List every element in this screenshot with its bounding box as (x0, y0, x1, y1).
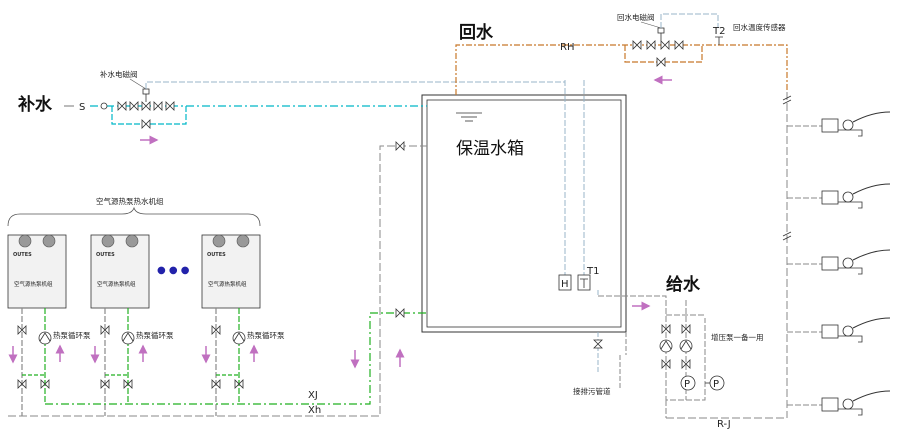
level-sensor-h (558, 274, 572, 291)
heat-pump-unit-3: OUTES 空气源热泵机组 (201, 234, 261, 309)
heat-pump-pump-label-2: 热泵循环泵 (136, 330, 174, 340)
tank-label: 保温水箱 (456, 139, 524, 159)
unit-label: 空气源热泵机组 (97, 280, 136, 288)
supply-water-label: 给水 (666, 274, 701, 295)
svg-text:P: P (684, 379, 690, 390)
return-water-line: 回水 RH 回水电磁阀 T2 回水温度传感器 (455, 12, 788, 95)
drain-line: 接排污管道 (573, 290, 627, 396)
return-valve-label: 回水电磁阀 (617, 12, 655, 22)
heat-pump-pump-label-1: 热泵循环泵 (53, 330, 91, 340)
unit-flow-arrows (8, 344, 405, 369)
return-valve-group (632, 27, 684, 67)
makeup-water-label: 补水 (17, 94, 53, 115)
heat-pump-group: 空气源热泵热水机组 OUTES 空气源热泵机组 OUTES 空气源热泵机组 ● … (7, 196, 405, 416)
heat-pump-pump-label-3: 热泵循环泵 (247, 330, 285, 340)
circulation-pumps (17, 325, 246, 389)
unit-brand: OUTES (96, 252, 115, 258)
fan-icon (18, 234, 32, 248)
solenoid-icon (142, 88, 150, 95)
return-water-label: 回水 (459, 22, 494, 43)
faucet-3 (787, 249, 891, 275)
unit-group-label: 空气源热泵热水机组 (96, 196, 164, 206)
drain-pipe-label: 接排污管道 (573, 386, 611, 396)
svg-text:T1: T1 (586, 266, 599, 277)
faucet-4 (787, 317, 891, 343)
fan-icon (212, 234, 226, 248)
makeup-valve-group (117, 88, 175, 129)
line-code-rj: R-J (717, 419, 731, 430)
pressure-tank-icon (680, 375, 696, 391)
faucet-1 (787, 111, 891, 137)
svg-text:H: H (561, 279, 569, 290)
fan-icon (236, 234, 250, 248)
circulation-mains: XJ Xh (8, 141, 427, 417)
unit-label: 空气源热泵机组 (208, 280, 247, 288)
heat-pump-unit-1: OUTES 空气源热泵机组 (7, 234, 67, 309)
svg-text:P: P (713, 379, 719, 390)
hot-water-outlets (782, 92, 891, 418)
booster-pump-label: 增压泵一备一用 (711, 332, 764, 342)
makeup-valve-label: 补水电磁阀 (100, 69, 138, 79)
supply-water-line: 给水 R-J P P 增压泵一备一用 (598, 274, 787, 430)
line-code-xj: XJ (308, 390, 318, 401)
line-code-xh: Xh (308, 405, 321, 416)
heat-pump-unit-2: OUTES 空气源热泵机组 (90, 234, 150, 309)
temp-sensor-t2: T2 (712, 26, 725, 37)
more-units-dots: ● ● ● (157, 265, 190, 276)
return-temp-sensor-label: 回水温度传感器 (733, 22, 786, 32)
booster-pump-2 (679, 324, 693, 369)
makeup-water-line: 补水 S 补水电磁阀 (17, 69, 565, 145)
faucet-5 (787, 390, 891, 416)
booster-pump-1 (659, 324, 673, 369)
solenoid-icon (657, 27, 665, 34)
fan-icon (125, 234, 139, 248)
strainer-icon (100, 102, 108, 110)
insulated-tank: 保温水箱 H T1 (421, 80, 627, 333)
line-code-rh: RH (560, 42, 574, 53)
line-code-s: S (79, 102, 85, 113)
faucet-2 (787, 183, 891, 209)
unit-brand: OUTES (13, 252, 32, 258)
fan-icon (101, 234, 115, 248)
unit-label: 空气源热泵机组 (14, 280, 53, 288)
unit-brand: OUTES (207, 252, 226, 258)
fan-icon (42, 234, 56, 248)
